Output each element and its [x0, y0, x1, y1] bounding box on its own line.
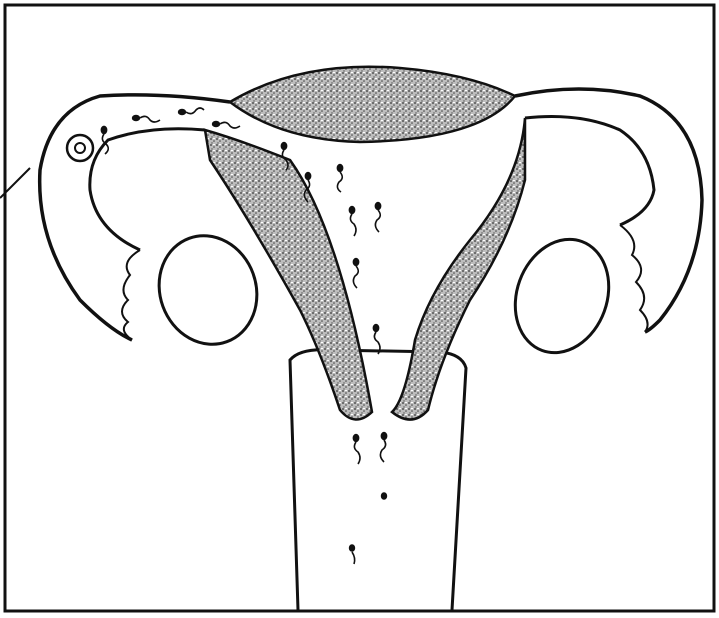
sperm: [133, 116, 160, 122]
sperm: [213, 122, 240, 128]
sperm: [337, 165, 342, 192]
vagina-outline: [290, 350, 466, 610]
sperm: [349, 207, 356, 236]
left-ovary: [144, 222, 272, 358]
sperm: [375, 203, 380, 232]
sperm: [350, 545, 355, 564]
right-ovary: [500, 226, 624, 366]
right-fimbriae: [620, 225, 648, 332]
left-fimbriae: [122, 250, 140, 340]
uterine-wall-right: [392, 118, 525, 420]
uterine-fundus: [230, 67, 515, 142]
left-tube-inner: [90, 129, 205, 250]
sperm: [353, 435, 360, 464]
ovum: [67, 135, 93, 161]
sperm: [179, 108, 204, 114]
uterine-wall-left: [205, 130, 372, 420]
sperm: [380, 433, 386, 462]
right-tube-inner: [525, 117, 654, 226]
sperm: [382, 493, 387, 499]
sperm: [353, 259, 358, 288]
